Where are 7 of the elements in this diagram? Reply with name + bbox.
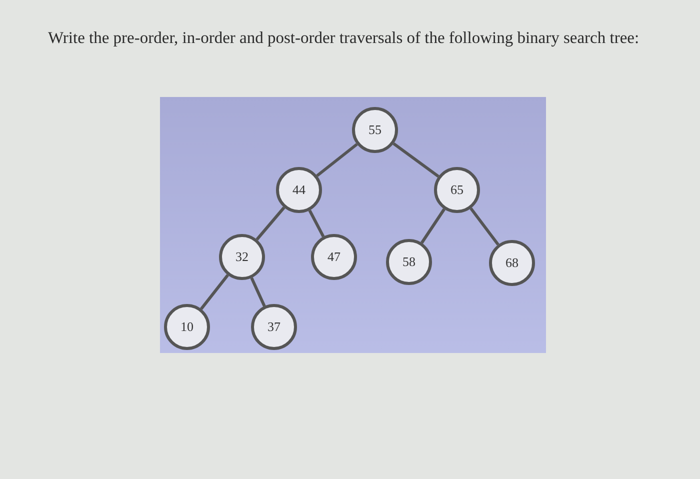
tree-edge xyxy=(200,274,229,310)
tree-edge xyxy=(316,143,358,177)
tree-edge xyxy=(470,207,500,246)
tree-edge xyxy=(392,142,440,178)
question-text: Write the pre-order, in-order and post-order traversals of the following binary search tree: xyxy=(48,27,640,49)
tree-edge xyxy=(420,208,446,244)
tree-edge xyxy=(256,206,286,240)
